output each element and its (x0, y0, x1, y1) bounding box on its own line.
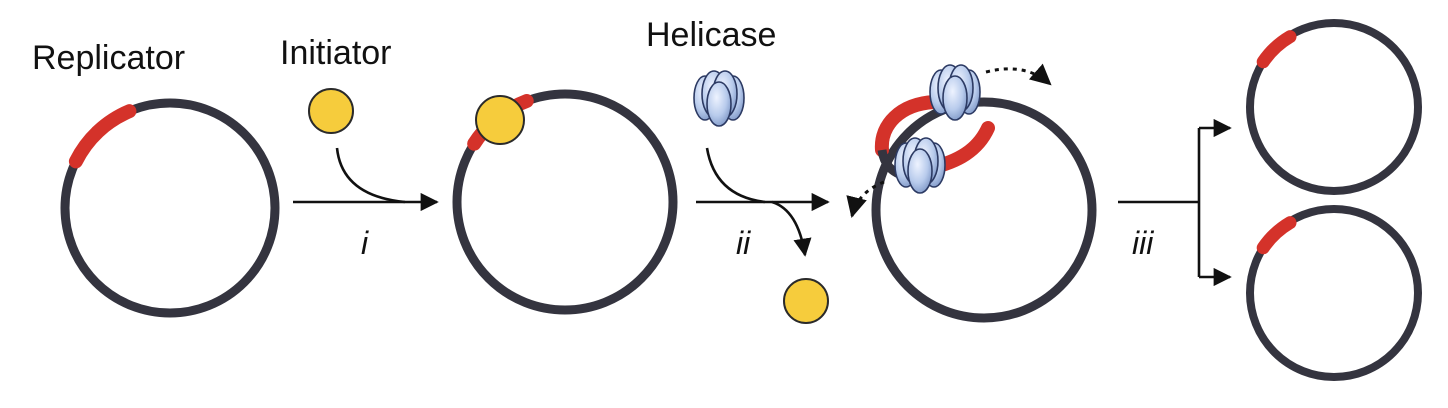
replicator-label: Replicator (32, 39, 185, 77)
step-ii-label: ii (736, 225, 751, 261)
helicase-label: Helicase (646, 16, 776, 54)
dna-circle-3 (871, 97, 1097, 323)
curve-initiator-out (771, 200, 812, 257)
direction-arrow-top (985, 63, 1052, 86)
dna-circle-2 (452, 89, 678, 315)
daughter-plasmid-top (1246, 19, 1422, 195)
replicator-origin-top (1256, 30, 1297, 69)
dna-circle-1 (60, 98, 280, 318)
daughter-plasmid-bottom (1246, 205, 1422, 381)
step-iii-label: iii (1132, 225, 1154, 261)
initiator-released (783, 278, 829, 324)
initiator-bound (475, 95, 525, 145)
helicase-top (929, 64, 981, 121)
branch-arrow-step-iii (1118, 118, 1232, 287)
curve-initiator-in (335, 147, 406, 204)
helicase-free (693, 70, 745, 127)
replication-bubble-outer (874, 95, 941, 157)
plasmid-stage-3 (846, 63, 1097, 323)
replicator-origin-1 (68, 104, 137, 169)
initiator-label: Initiator (280, 34, 392, 72)
curve-helicase-in (705, 147, 766, 204)
helicase-bottom (894, 137, 946, 194)
initiator-free (308, 88, 354, 134)
plasmid-stage-2 (452, 89, 678, 315)
plasmid-stage-1 (60, 98, 280, 318)
replicator-origin-bottom (1256, 216, 1297, 255)
step-i-label: i (361, 225, 369, 261)
